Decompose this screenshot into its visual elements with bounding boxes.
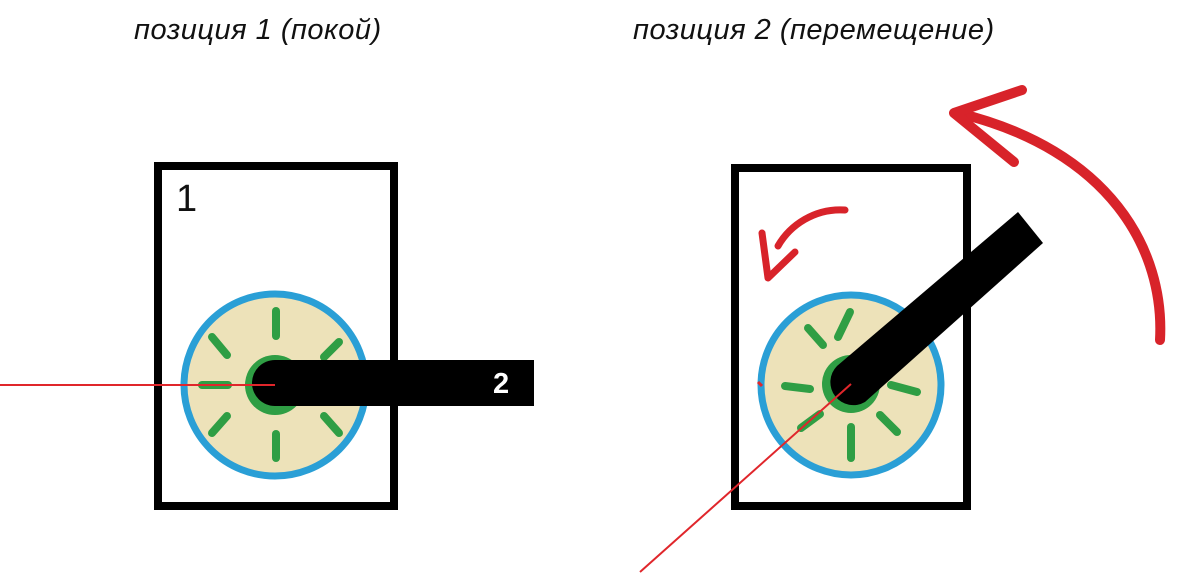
spoke	[208, 412, 231, 437]
spoke	[834, 308, 854, 341]
caption-position-1: позиция 1 (покой)	[134, 14, 382, 46]
housing-outline-2	[731, 164, 971, 510]
caption-position-2: позиция 2 (перемещение)	[633, 14, 995, 46]
spoke	[887, 381, 921, 396]
lever-arm-1	[252, 360, 534, 406]
spoke	[781, 382, 814, 393]
position-1-group	[0, 162, 534, 510]
lever-label: 2	[493, 368, 510, 400]
spoke	[804, 324, 827, 349]
pointer-line-2	[639, 383, 852, 573]
lever-arm-2	[830, 212, 1043, 406]
spoke	[320, 412, 343, 437]
spoke	[876, 411, 901, 436]
spoke	[208, 333, 231, 359]
small-rotation-arrow-icon	[758, 206, 849, 282]
housing-outline-1	[154, 162, 398, 510]
position-2-group	[639, 85, 1166, 573]
ring-tick	[756, 380, 764, 388]
large-rotation-arrow-icon	[949, 85, 1166, 345]
housing-label: 1	[176, 178, 198, 220]
spoke	[320, 338, 343, 361]
